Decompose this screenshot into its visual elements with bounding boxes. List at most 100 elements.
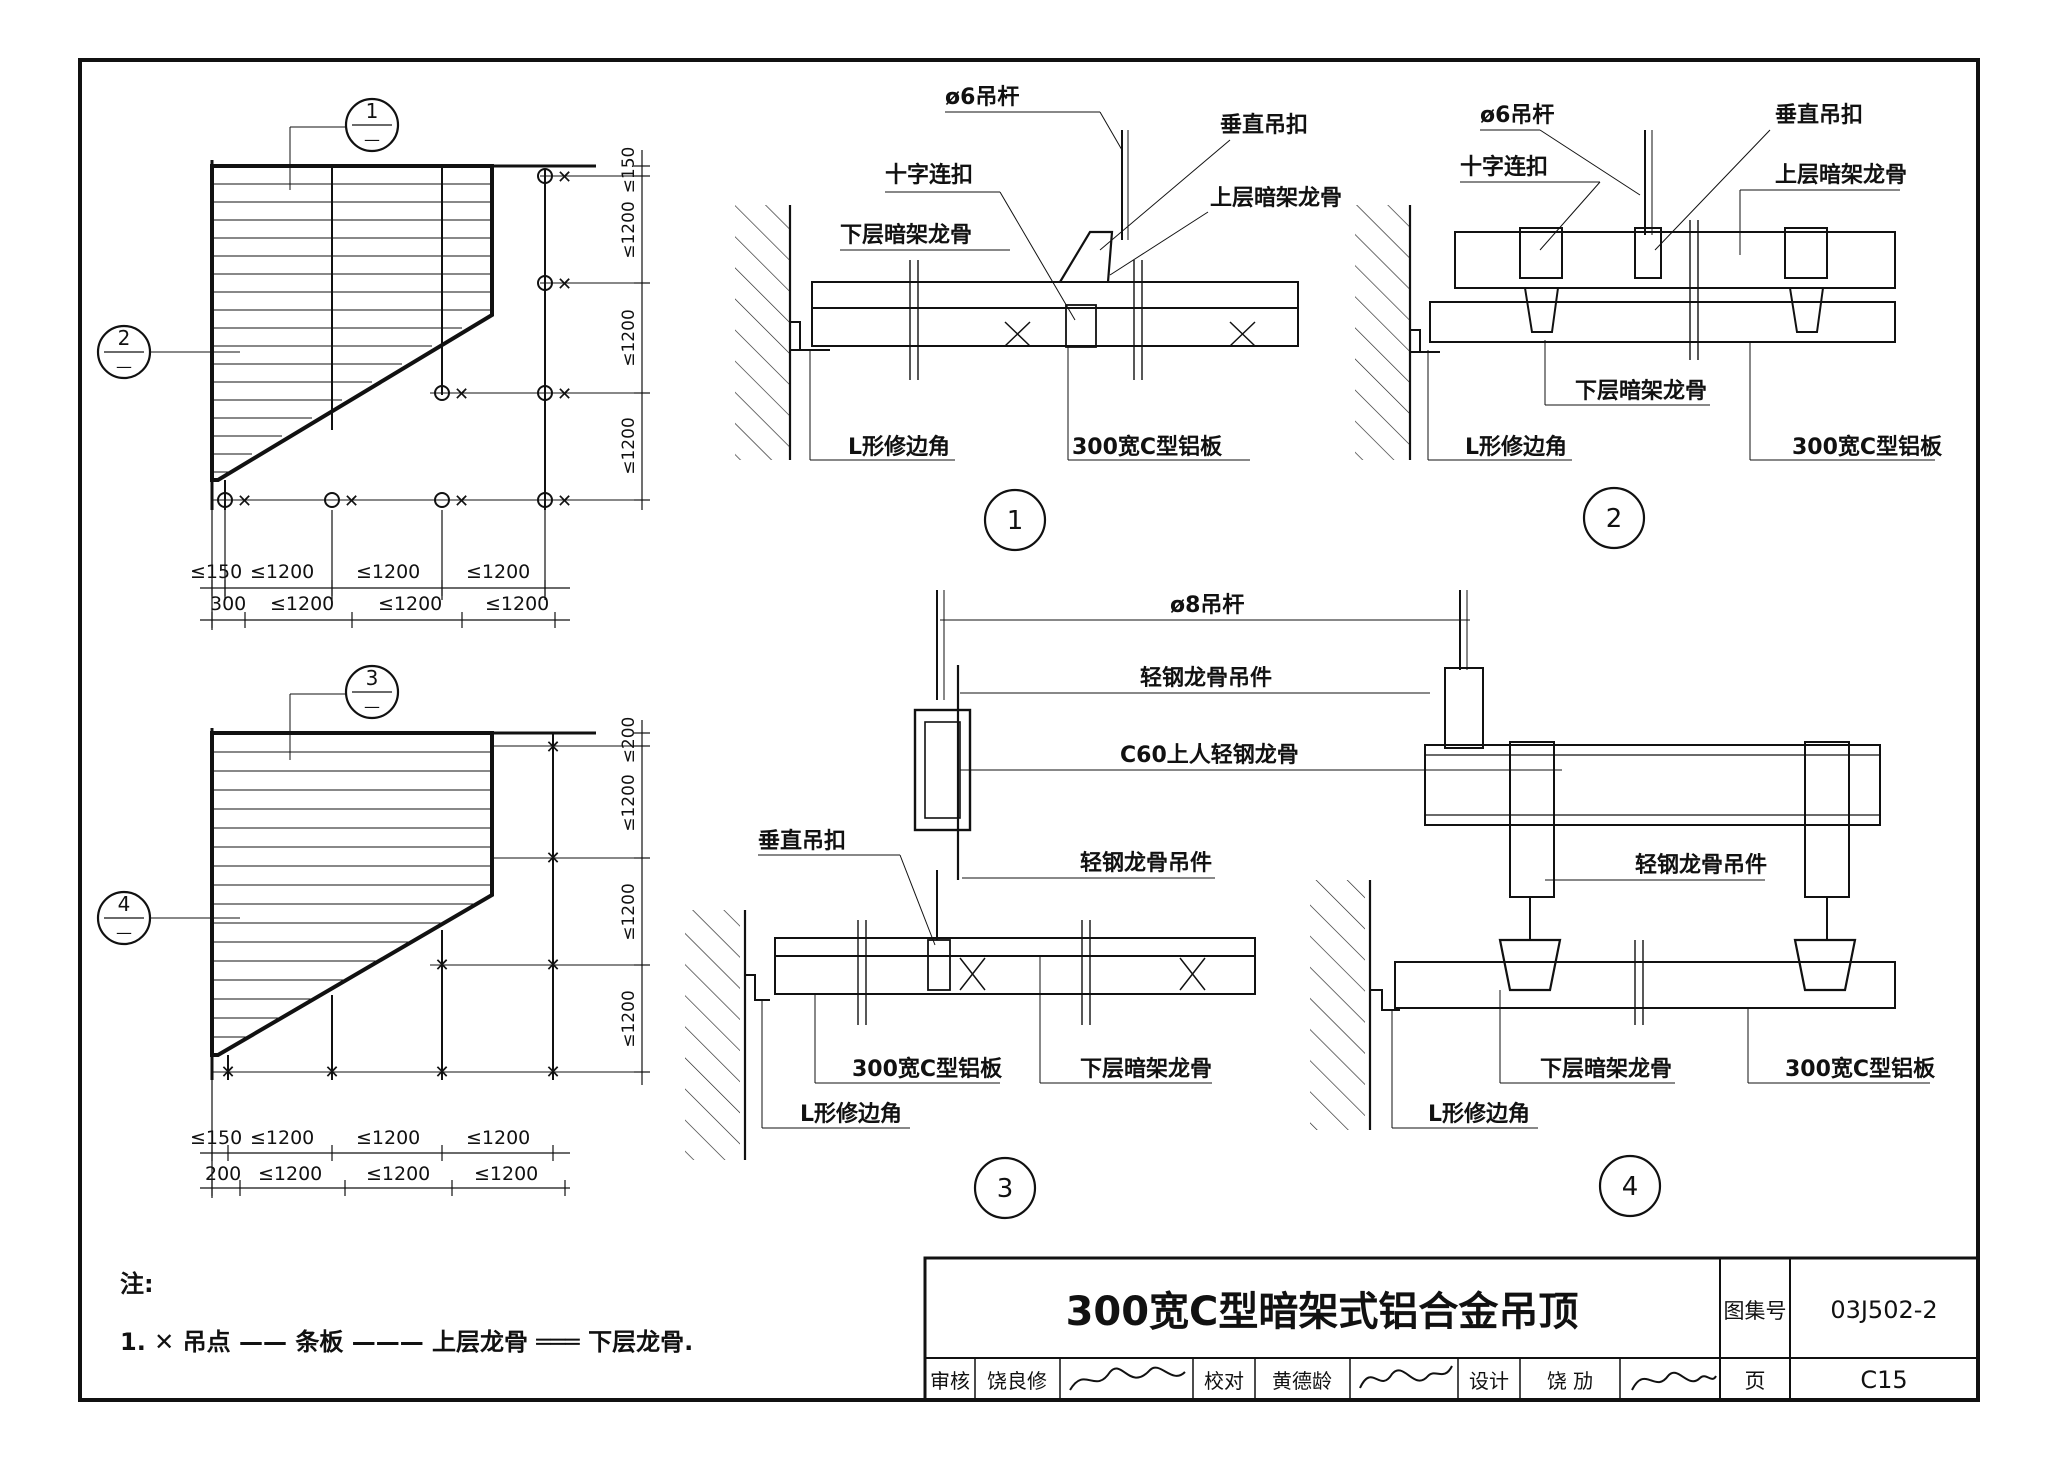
detail3-panel-label: 300宽C型铝板 — [852, 1056, 1003, 1082]
plan1-main-runners — [224, 166, 546, 510]
svg-text:✕: ✕ — [557, 274, 572, 295]
detail2-cross-label: 十字连扣 — [1460, 154, 1548, 180]
svg-text:✕: ✕ — [220, 1062, 235, 1083]
plan2-dim-bottom1-3: ≤1200 — [466, 1127, 530, 1149]
plan2-callout-top — [344, 664, 400, 720]
detail3-main-label: C60上人轻钢龙骨 — [1120, 742, 1299, 768]
plan1-callout-left-number: 2 — [118, 326, 131, 350]
plan2-dim-bottom1-2: ≤1200 — [356, 1127, 420, 1149]
plan2-callout-left — [96, 890, 152, 946]
svg-text:✕: ✕ — [434, 1062, 449, 1083]
plan1-dim-bottom2-3: ≤1200 — [485, 593, 549, 615]
detail3-rod-label: ø8吊杆 — [1170, 593, 1244, 618]
notes-item-1: 1. ✕ 吊点 —— 条板 ——— 上层龙骨 ═══ 下层龙骨. — [120, 1328, 693, 1356]
svg-text:✕: ✕ — [545, 737, 560, 758]
plan2-rows — [212, 745, 650, 1073]
plan2-callout-top-sheet: — — [364, 697, 380, 716]
plan1-callout-left-sheet: — — [116, 357, 132, 376]
detail-1: ø6吊杆 垂直吊扣 十字连扣 上层暗架龙骨 下层暗架龙骨 L形修边角 300宽C… — [735, 85, 1342, 552]
plan1-rows — [212, 175, 650, 501]
plan2-dim-right-3: ≤1200 — [619, 990, 639, 1048]
plan1-bottom-dimension — [200, 500, 570, 630]
detail3-angle-label: L形修边角 — [800, 1101, 902, 1127]
detail1-clip-label: 垂直吊扣 — [1220, 112, 1308, 138]
plan1-dim-bottom1-1: ≤1200 — [250, 561, 314, 583]
detail1-number-circle — [983, 488, 1047, 552]
svg-text:✕: ✕ — [454, 491, 469, 512]
detail3-number-circle — [973, 1156, 1037, 1220]
detail3-lower-label: 下层暗架龙骨 — [1080, 1056, 1212, 1082]
detail2-number-circle — [1582, 486, 1646, 550]
page-label: 页 — [1745, 1369, 1766, 1393]
plan1-callout-top — [344, 97, 400, 153]
reviewer-name: 饶良修 — [987, 1369, 1047, 1393]
svg-text:✕: ✕ — [237, 491, 252, 512]
detail1-angle-label: L形修边角 — [848, 434, 950, 460]
plan1-dim-right-2: ≤1200 — [619, 309, 639, 367]
design-label: 设计 — [1469, 1369, 1509, 1393]
detail1-cross-label: 十字连扣 — [885, 162, 973, 188]
svg-text:✕: ✕ — [545, 955, 560, 976]
detail2-angle-label: L形修边角 — [1465, 434, 1567, 460]
svg-text:✕: ✕ — [545, 848, 560, 869]
notes: 注: 1. ✕ 吊点 —— 条板 ——— 上层龙骨 ═══ 下层龙骨. — [120, 1270, 693, 1356]
plan1-dim-right-1: ≤1200 — [619, 201, 639, 259]
detail-3: ø8吊杆 轻钢龙骨吊件 C60上人轻钢龙骨 垂直吊扣 轻钢龙骨吊件 300宽C型… — [685, 590, 1562, 1220]
atlas-number: 03J502-2 — [1830, 1296, 1937, 1324]
plan1-callout-top-number: 1 — [366, 99, 379, 123]
plan2-callout-top-number: 3 — [366, 666, 379, 690]
detail4-number: 4 — [1622, 1172, 1639, 1202]
detail4-hanger-label: 轻钢龙骨吊件 — [1635, 852, 1767, 878]
plan1-cross-marks: ✕✕✕✕ ✕✕ ✕✕ — [237, 167, 572, 512]
plan2-dim-bottom1-1: ≤1200 — [250, 1127, 314, 1149]
detail2-panel-label: 300宽C型铝板 — [1792, 434, 1943, 460]
detail2-lower-label: 下层暗架龙骨 — [1575, 378, 1707, 404]
plan1-dim-bottom1-3: ≤1200 — [466, 561, 530, 583]
page-number: C15 — [1860, 1366, 1907, 1394]
detail1-rod-label: ø6吊杆 — [945, 85, 1019, 110]
plan2-dim-bottom2-1: ≤1200 — [258, 1163, 322, 1185]
svg-text:✕: ✕ — [545, 1062, 560, 1083]
plan1-dim-bottom2-0: 300 — [210, 593, 246, 615]
plan2-dim-right-2: ≤1200 — [619, 883, 639, 941]
plan-view-1: ✕✕✕✕ ✕✕ ✕✕ 1 — 2 — ≤150 ≤1200 ≤1200 ≤120… — [96, 97, 650, 630]
plan2-dim-right-0: ≤200 — [619, 717, 639, 764]
detail4-lower-label: 下层暗架龙骨 — [1540, 1056, 1672, 1082]
plan2-callout-left-number: 4 — [118, 892, 131, 916]
checker-name: 黄德龄 — [1272, 1369, 1332, 1393]
reviewer-signature — [1069, 1366, 1186, 1391]
atlas-number-label: 图集号 — [1724, 1299, 1787, 1323]
plan1-callout-top-sheet: — — [364, 130, 380, 149]
detail3-number: 3 — [997, 1174, 1014, 1204]
detail2-upper-label: 上层暗架龙骨 — [1775, 162, 1907, 188]
svg-text:✕: ✕ — [557, 167, 572, 188]
detail3-clip-label: 垂直吊扣 — [758, 828, 846, 854]
detail2-clip-label: 垂直吊扣 — [1775, 102, 1863, 128]
svg-text:✕: ✕ — [344, 491, 359, 512]
plan1-dim-bottom1-2: ≤1200 — [356, 561, 420, 583]
detail3-hanger-top-label: 轻钢龙骨吊件 — [1140, 665, 1272, 691]
plan1-panel-lines — [212, 183, 492, 473]
plan1-dim-bottom1-0: ≤150 — [190, 561, 242, 583]
detail1-lower-label: 下层暗架龙骨 — [840, 222, 972, 248]
title-block: 300宽C型暗架式铝合金吊顶 图集号 03J502-2 页 C15 审核 饶良修… — [923, 1256, 1980, 1402]
plan1-dim-right-0: ≤150 — [619, 147, 639, 194]
plan1-hanger-points — [217, 168, 553, 508]
svg-text:✕: ✕ — [324, 1062, 339, 1083]
plan2-cross-marks: ✕✕✕✕ ✕✕ ✕✕ — [220, 737, 560, 1083]
review-label: 审核 — [930, 1369, 970, 1393]
plan2-callout-left-sheet: — — [116, 923, 132, 942]
plan2-dim-right-1: ≤1200 — [619, 774, 639, 832]
plan2-main-runners — [227, 733, 554, 1080]
plan-view-2: ✕✕✕✕ ✕✕ ✕✕ 3 — 4 — ≤200 ≤1200 ≤1200 ≤120… — [96, 664, 650, 1198]
detail1-panel-label: 300宽C型铝板 — [1072, 434, 1223, 460]
plan1-dim-right-3: ≤1200 — [619, 417, 639, 475]
plan2-panel-lines — [212, 751, 492, 1038]
checker-signature — [1359, 1365, 1453, 1389]
plan1-callout-left — [96, 324, 152, 380]
designer-signature — [1631, 1371, 1717, 1391]
plan2-dim-bottom2-0: 200 — [205, 1163, 241, 1185]
plan2-dim-bottom1-0: ≤150 — [190, 1127, 242, 1149]
sheet-border — [78, 58, 1980, 1402]
